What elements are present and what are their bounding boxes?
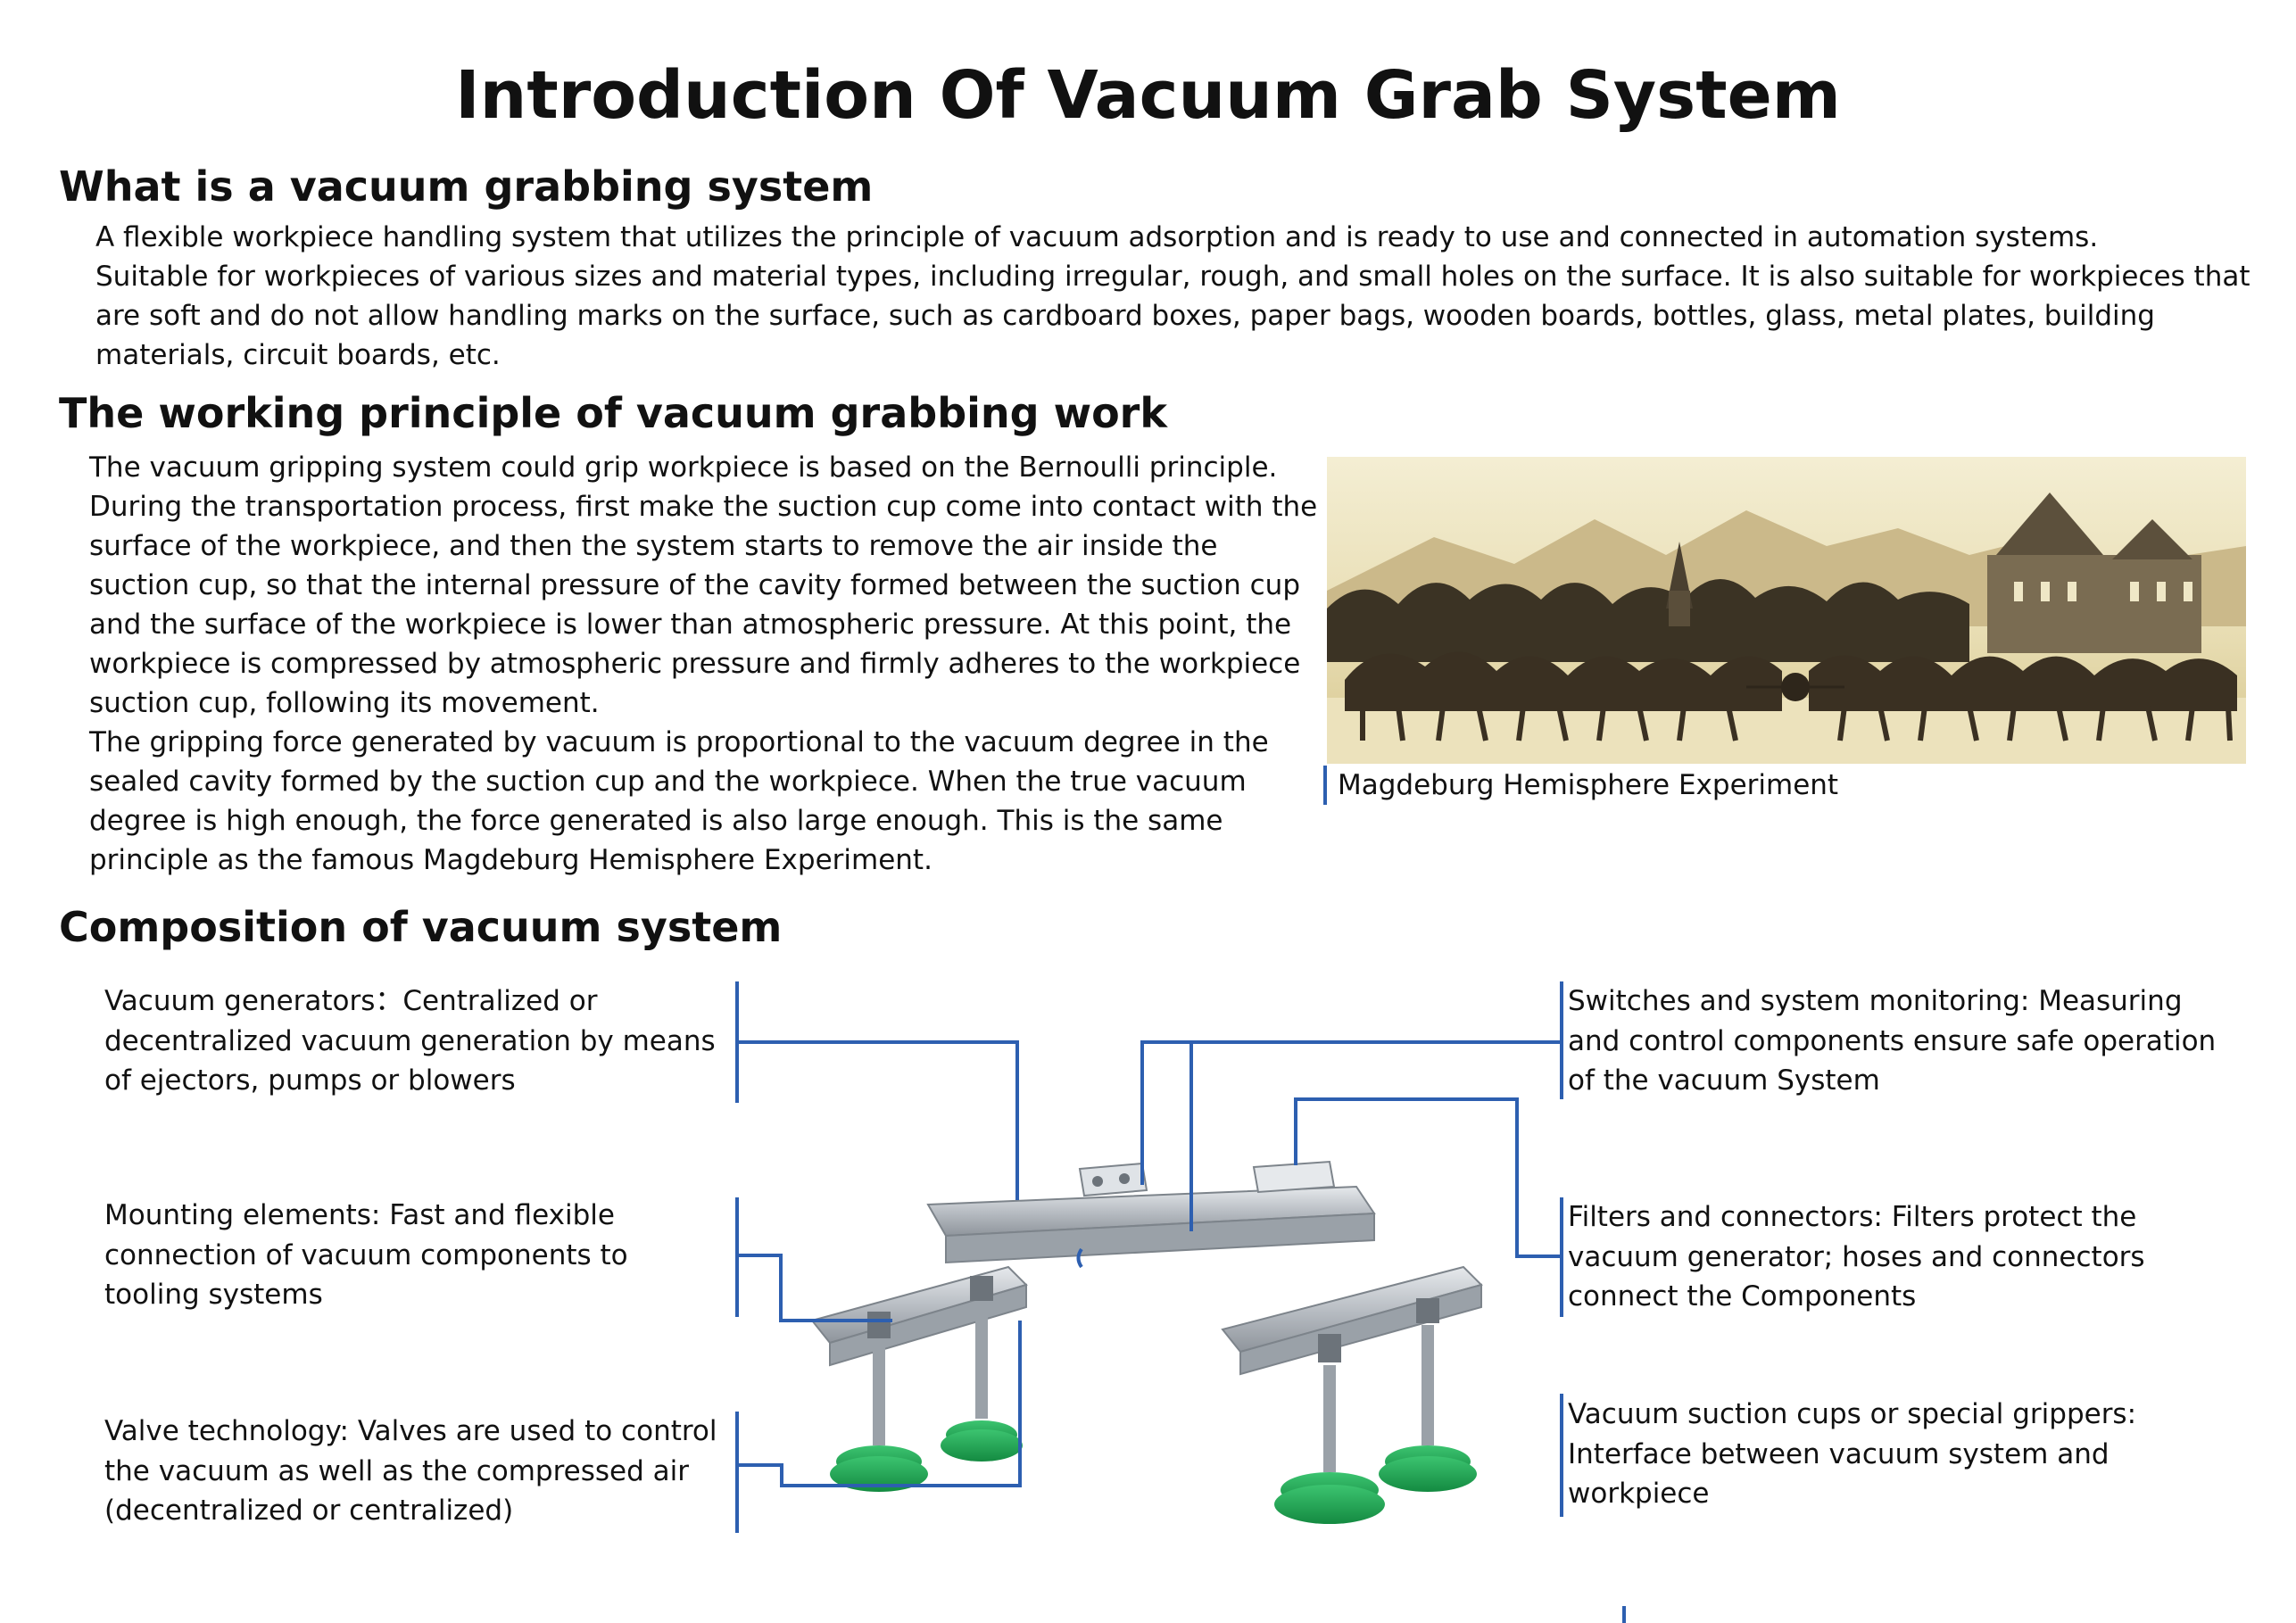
paragraph: Suitable for workpieces of various sizes… xyxy=(95,261,2250,371)
paragraph: A flexible workpiece handling system tha… xyxy=(95,221,2099,253)
component-switches-monitoring: Switches and system monitoring: Measurin… xyxy=(1568,985,2217,1097)
component-valve-technology: Valve technology: Valves are used to con… xyxy=(104,1415,717,1527)
section-heading-composition: Composition of vacuum system xyxy=(59,903,783,951)
section-body-what-is: A flexible workpiece handling system tha… xyxy=(95,218,2273,375)
component-filters-connectors: Filters and connectors: Filters protect … xyxy=(1568,1201,2145,1312)
component-vacuum-generators: Vacuum generators：Centralized or decentr… xyxy=(104,985,716,1097)
component-suction-cups: Vacuum suction cups or special grippers:… xyxy=(1568,1398,2137,1510)
vacuum-gripper-illustration xyxy=(803,1151,1535,1544)
page-title: Introduction Of Vacuum Grab System xyxy=(455,57,1841,134)
section-heading-working-principle: The working principle of vacuum grabbing… xyxy=(59,389,1167,437)
magdeburg-hemisphere-illustration xyxy=(1327,457,2246,764)
gripper-drawing xyxy=(810,1160,1483,1524)
section-heading-what-is: What is a vacuum grabbing system xyxy=(59,162,874,211)
section-body-working-principle: The vacuum gripping system could grip wo… xyxy=(89,448,1321,880)
illustration-drawing xyxy=(1327,457,2246,764)
paragraph: The vacuum gripping system could grip wo… xyxy=(89,451,1318,719)
component-mounting-elements: Mounting elements: Fast and flexible con… xyxy=(104,1199,628,1311)
paragraph: The gripping force generated by vacuum i… xyxy=(89,726,1269,876)
image-caption: Magdeburg Hemisphere Experiment xyxy=(1323,766,1838,805)
